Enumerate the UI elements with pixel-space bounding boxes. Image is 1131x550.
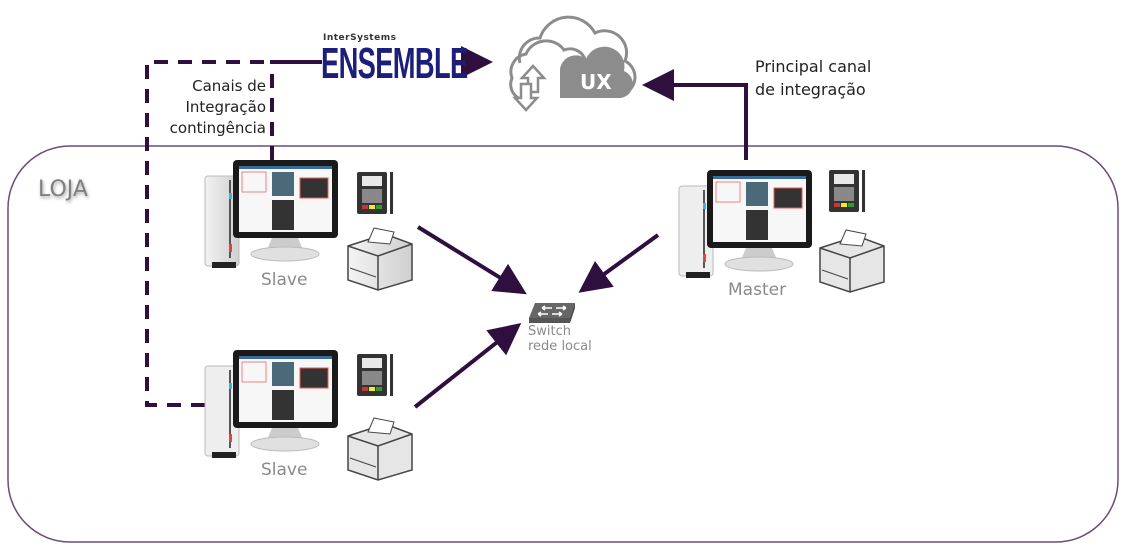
switch-label-line-2: rede local xyxy=(528,339,592,354)
network-switch-icon xyxy=(529,303,575,323)
workstation-slave-1 xyxy=(204,160,413,291)
cloud-sync-icon xyxy=(509,15,637,112)
pc-tower-icon xyxy=(678,185,714,278)
contingency-line-3: contingência xyxy=(169,119,266,137)
card-terminal-icon xyxy=(829,170,865,212)
dashed-line-slave2 xyxy=(145,60,270,407)
node-label-master: Master xyxy=(728,280,787,300)
printer-icon xyxy=(819,229,885,293)
main-channel-line-1: Principal canal xyxy=(755,57,872,76)
main-channel-label: Principal canal de integração xyxy=(755,55,871,101)
contingency-line-1: Canais de xyxy=(192,77,266,95)
monitor-icon xyxy=(707,170,812,272)
arrow-slave2-to-switch xyxy=(413,323,522,409)
printer-icon xyxy=(347,227,413,291)
card-terminal-icon xyxy=(357,354,393,396)
main-channel-line-2: de integração xyxy=(755,80,866,99)
monitor-icon xyxy=(233,160,338,262)
store-boundary xyxy=(7,145,1119,543)
switch-label-line-1: Switch xyxy=(528,324,571,339)
node-label-slave-1: Slave xyxy=(261,270,308,290)
arrow-master-to-cloud xyxy=(642,69,748,160)
printer-icon xyxy=(347,417,413,481)
monitor-icon xyxy=(233,350,338,452)
workstation-slave-2 xyxy=(204,350,413,481)
ensemble-brand-big: ENSEMBLE xyxy=(321,39,468,88)
arrow-slave1-to-switch xyxy=(416,225,527,295)
pc-tower-icon xyxy=(204,175,240,268)
arrow-master-to-switch xyxy=(578,233,660,293)
contingency-line-2: Integração xyxy=(185,98,266,116)
contingency-label: Canais de Integração contingência xyxy=(168,76,266,139)
contingency-dashed-lines xyxy=(145,60,274,407)
node-label-slave-2: Slave xyxy=(261,460,308,480)
store-label: LOJA xyxy=(38,177,88,202)
switch-label: Switch rede local xyxy=(528,324,592,354)
card-terminal-icon xyxy=(357,172,393,214)
cloud-ux-label: UX xyxy=(580,70,612,94)
ensemble-brand-small: InterSystems xyxy=(323,33,397,43)
workstation-master xyxy=(678,170,885,293)
